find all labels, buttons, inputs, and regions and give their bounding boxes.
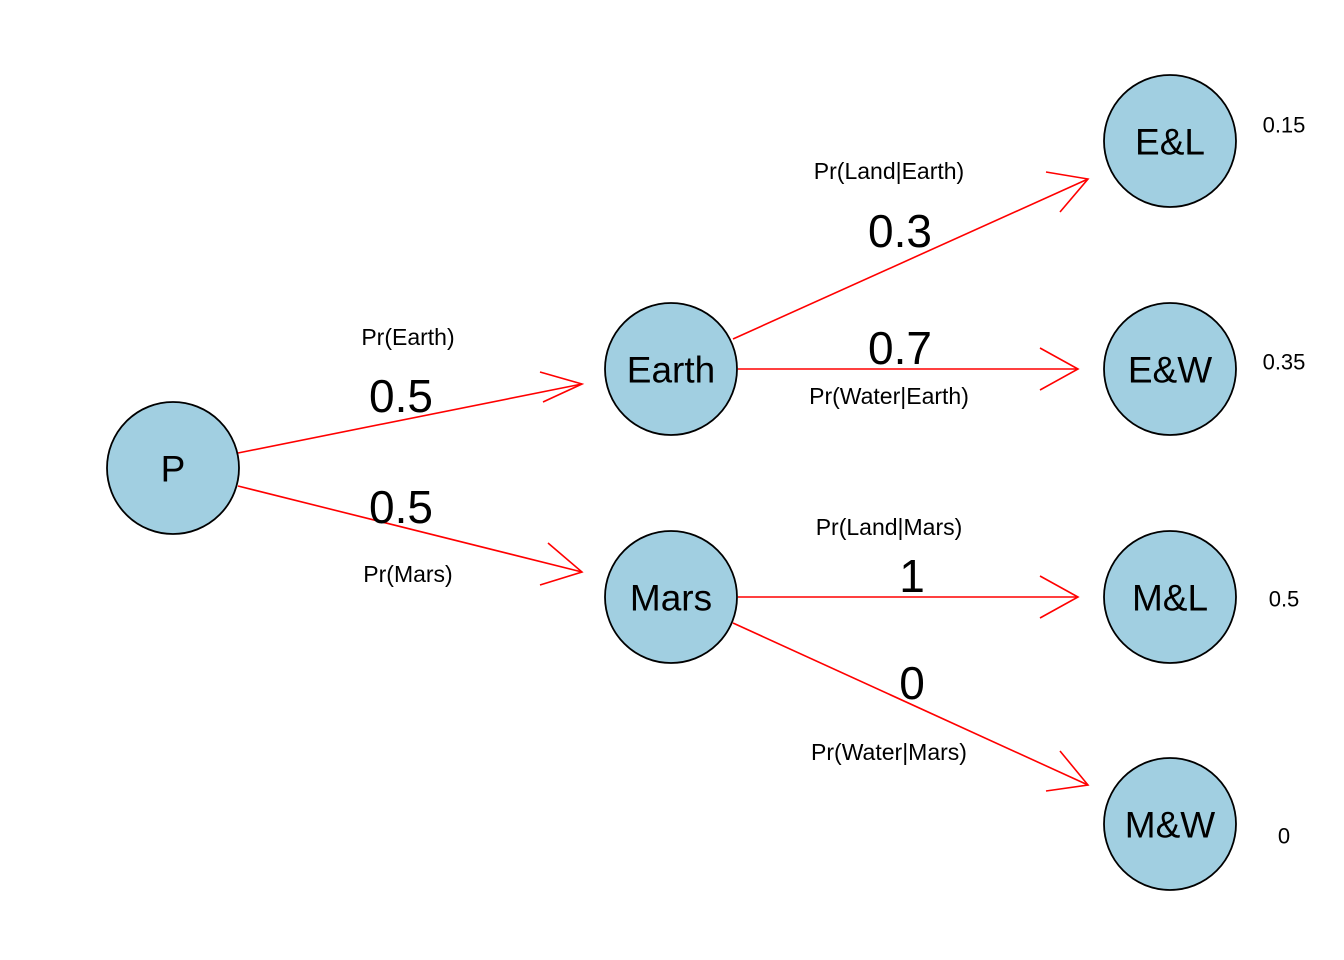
node-earth-label: Earth <box>627 350 715 391</box>
node-ml <box>1103 530 1237 664</box>
edge-earth-water <box>738 347 1080 391</box>
node-el <box>1103 74 1237 208</box>
edge-mars-water-prob: 0 <box>899 657 925 709</box>
edge-mars-land-label: Pr(Land|Mars) <box>816 514 963 540</box>
node-p-label: P <box>161 449 186 490</box>
edge-earth-water-prob: 0.7 <box>868 322 932 374</box>
edge-mars-water-label: Pr(Water|Mars) <box>811 739 967 765</box>
joint-ew-value: 0.35 <box>1263 350 1306 375</box>
edge-earth-water-label: Pr(Water|Earth) <box>809 383 969 409</box>
node-ml-label: M&L <box>1132 578 1208 619</box>
edge-p-mars-prob: 0.5 <box>369 481 433 533</box>
edge-mars-land-prob: 1 <box>899 550 925 602</box>
node-ew-label: E&W <box>1128 350 1212 391</box>
node-mw-label: M&W <box>1125 805 1216 846</box>
edge-earth-land-prob: 0.3 <box>868 205 932 257</box>
edge-mars-land <box>738 575 1080 619</box>
node-earth <box>604 302 738 436</box>
edge-p-mars <box>237 485 584 586</box>
edge-mars-water <box>732 622 1090 792</box>
node-mw <box>1103 757 1237 891</box>
joint-mw-value: 0 <box>1278 824 1290 849</box>
edge-earth-land <box>732 171 1090 340</box>
node-mars <box>604 530 738 664</box>
edge-p-earth <box>237 371 585 454</box>
edge-p-earth-label: Pr(Earth) <box>361 324 454 350</box>
joint-ml-value: 0.5 <box>1269 587 1300 612</box>
node-el-label: E&L <box>1135 122 1205 163</box>
joint-el-value: 0.15 <box>1263 113 1306 138</box>
edge-p-earth-prob: 0.5 <box>369 370 433 422</box>
node-mars-label: Mars <box>630 578 712 619</box>
node-p <box>106 401 240 535</box>
edge-p-mars-label: Pr(Mars) <box>363 561 452 587</box>
edge-earth-land-label: Pr(Land|Earth) <box>814 158 964 184</box>
node-ew <box>1103 302 1237 436</box>
